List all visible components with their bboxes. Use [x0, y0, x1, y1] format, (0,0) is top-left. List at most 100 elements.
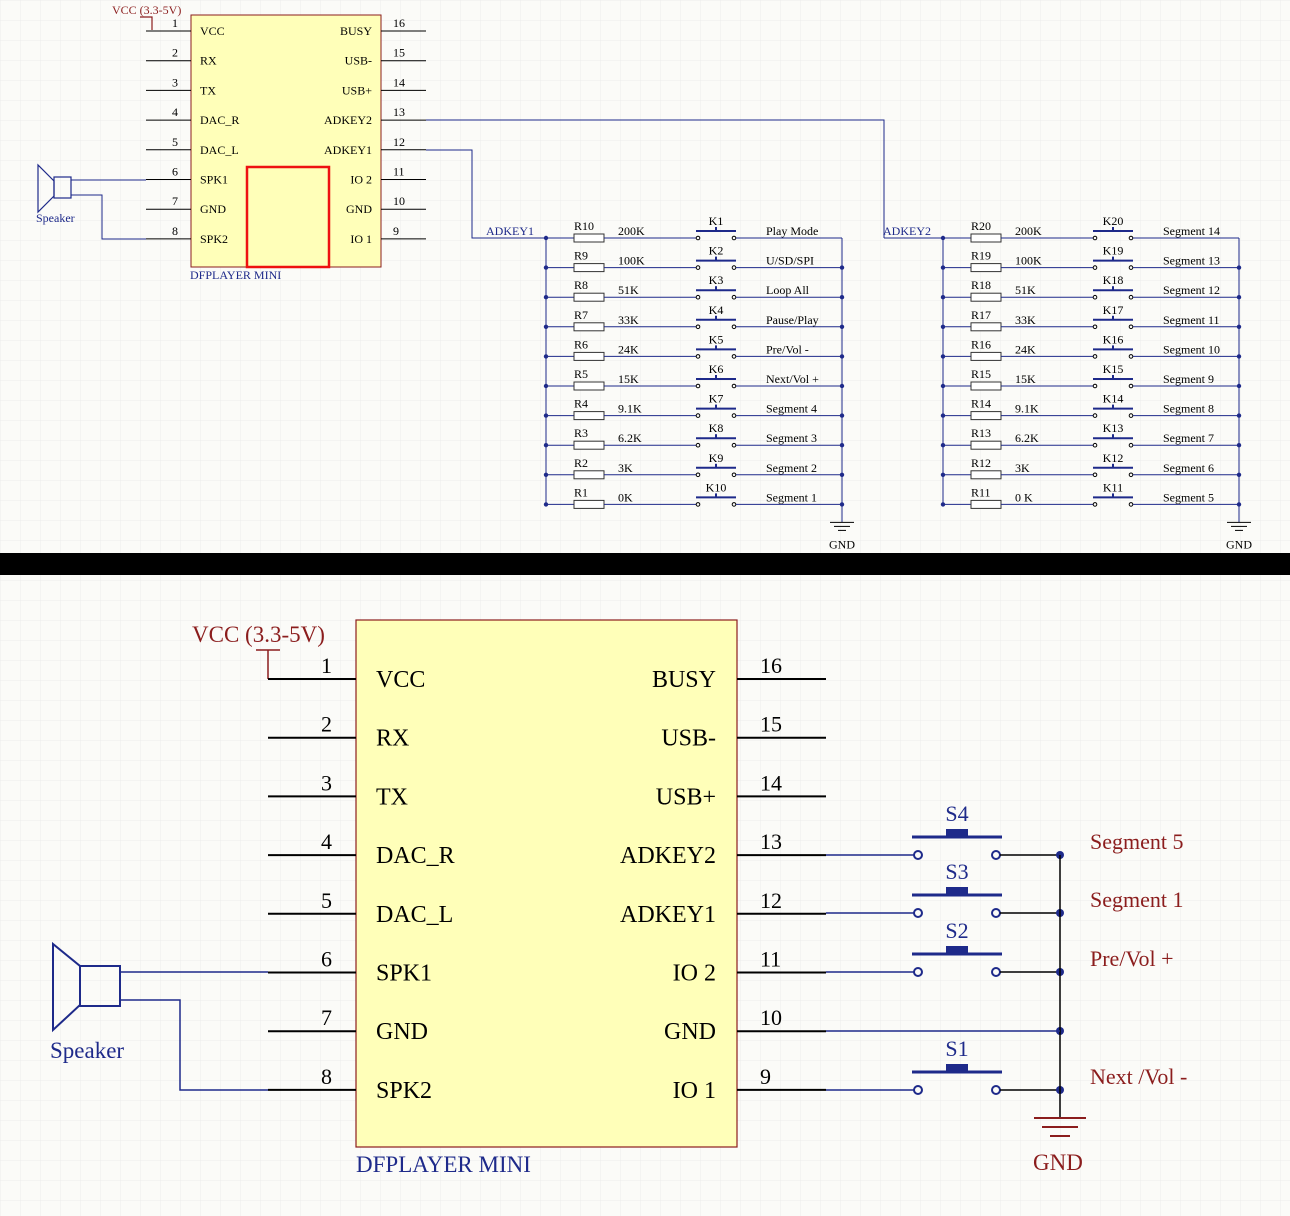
bottom-left-pin-number: 4	[321, 829, 332, 854]
bottom-right-pin-number: 15	[760, 712, 782, 737]
resistor	[970, 470, 1002, 480]
top-right-pin-name: IO 2	[350, 173, 372, 187]
resistor-value: 33K	[618, 313, 639, 327]
key-ref: K2	[709, 244, 724, 258]
bottom-left-pin-number: 1	[321, 653, 332, 678]
resistor-value: 3K	[1015, 461, 1030, 475]
resistor-ref: R11	[971, 485, 991, 499]
key-ref: K4	[709, 303, 724, 317]
bottom-right-pin-number: 14	[760, 770, 782, 795]
top-left-pin-name: SPK1	[200, 173, 228, 187]
bottom-left-pin-name: SPK2	[376, 1078, 432, 1104]
bottom-left-pin-number: 5	[321, 888, 332, 913]
key-ref: K11	[1103, 480, 1123, 494]
resistor-value: 24K	[1015, 342, 1036, 356]
net-label: ADKEY2	[883, 224, 931, 238]
key-ref: K5	[709, 332, 724, 346]
resistor	[573, 499, 605, 509]
key-function: Segment 1	[766, 490, 817, 504]
top-left-pin-number: 1	[172, 16, 178, 30]
top-right-pin-number: 16	[393, 16, 405, 30]
bottom-chip-body	[355, 619, 738, 1148]
top-right-pin-number: 14	[393, 75, 405, 89]
key-ref: K8	[709, 421, 724, 435]
top-left-pin-name: GND	[200, 202, 226, 216]
key-ref: K10	[706, 480, 727, 494]
resistor-ref: R6	[574, 337, 588, 351]
bottom-right-pin-name: IO 1	[673, 1078, 716, 1104]
switch-function: Pre/Vol +	[1090, 946, 1174, 971]
key-ref: K1	[709, 214, 724, 228]
top-right-pin-name: ADKEY1	[324, 143, 372, 157]
gnd-label: GND	[829, 537, 855, 551]
key-function: Segment 4	[766, 402, 817, 416]
bottom-right-pin-name: USB-	[661, 726, 716, 752]
top-right-pin-name: USB-	[345, 54, 372, 68]
top-right-pin-number: 15	[393, 46, 405, 60]
bottom-left-pin-number: 2	[321, 712, 332, 737]
key-ref: K3	[709, 273, 724, 287]
resistor-ref: R1	[574, 485, 588, 499]
top-right-pin-number: 13	[393, 105, 405, 119]
bottom-right-pin-number: 13	[760, 829, 782, 854]
bottom-chip-name: DFPLAYER MINI	[356, 1152, 531, 1177]
top-vcc-label: VCC (3.3-5V)	[112, 3, 181, 17]
bottom-left-pin-name: TX	[376, 784, 408, 810]
resistor	[970, 322, 1002, 332]
top-left-pin-name: DAC_L	[200, 143, 239, 157]
key-ref: K12	[1103, 451, 1124, 465]
resistor-ref: R4	[574, 397, 588, 411]
bottom-left-pin-number: 3	[321, 770, 332, 795]
resistor	[573, 292, 605, 302]
resistor-ref: R18	[971, 278, 991, 292]
resistor-ref: R2	[574, 456, 588, 470]
bottom-speaker-icon	[52, 941, 268, 1091]
resistor-ref: R14	[971, 397, 991, 411]
top-speaker-icon	[37, 163, 146, 240]
resistor-ref: R10	[574, 219, 594, 233]
key-ref: K13	[1103, 421, 1124, 435]
panel-divider	[0, 553, 1290, 575]
key-function: Segment 6	[1163, 461, 1214, 475]
key-function: Next/Vol +	[766, 372, 819, 386]
top-right-pin-name: GND	[346, 202, 372, 216]
resistor-value: 0 K	[1015, 490, 1033, 504]
resistor-ref: R3	[574, 426, 588, 440]
key-ref: K16	[1103, 332, 1124, 346]
resistor-value: 51K	[1015, 283, 1036, 297]
resistor-ref: R5	[574, 367, 588, 381]
resistor	[573, 233, 605, 243]
top-left-pin-number: 2	[172, 46, 178, 60]
resistor	[573, 351, 605, 361]
resistor	[970, 351, 1002, 361]
resistor	[970, 263, 1002, 273]
bottom-left-pin-name: RX	[376, 726, 409, 752]
key-ref: K15	[1103, 362, 1124, 376]
top-left-pin-name: RX	[200, 54, 217, 68]
resistor-ref: R16	[971, 337, 991, 351]
bottom-right-pin-number: 11	[760, 947, 781, 972]
resistor-ref: R8	[574, 278, 588, 292]
resistor-ref: R9	[574, 249, 588, 263]
resistor-value: 9.1K	[618, 402, 642, 416]
top-right-pin-number: 10	[393, 194, 405, 208]
bottom-right-pin-number: 12	[760, 888, 782, 913]
top-chip-highlight	[245, 165, 331, 269]
resistor-value: 33K	[1015, 313, 1036, 327]
resistor-ref: R12	[971, 456, 991, 470]
resistor	[573, 381, 605, 391]
resistor-ref: R19	[971, 249, 991, 263]
key-function: Segment 11	[1163, 313, 1220, 327]
resistor-ref: R17	[971, 308, 991, 322]
switch-function: Segment 5	[1090, 829, 1184, 854]
bottom-right-pin-name: USB+	[656, 784, 716, 810]
top-left-pin-number: 8	[172, 224, 178, 238]
switch-ref: S2	[945, 918, 968, 943]
bottom-right-pin-number: 10	[760, 1005, 782, 1030]
resistor-value: 0K	[618, 490, 633, 504]
bottom-gnd-label: GND	[1033, 1150, 1083, 1175]
resistor-ref: R7	[574, 308, 588, 322]
resistor	[970, 292, 1002, 302]
